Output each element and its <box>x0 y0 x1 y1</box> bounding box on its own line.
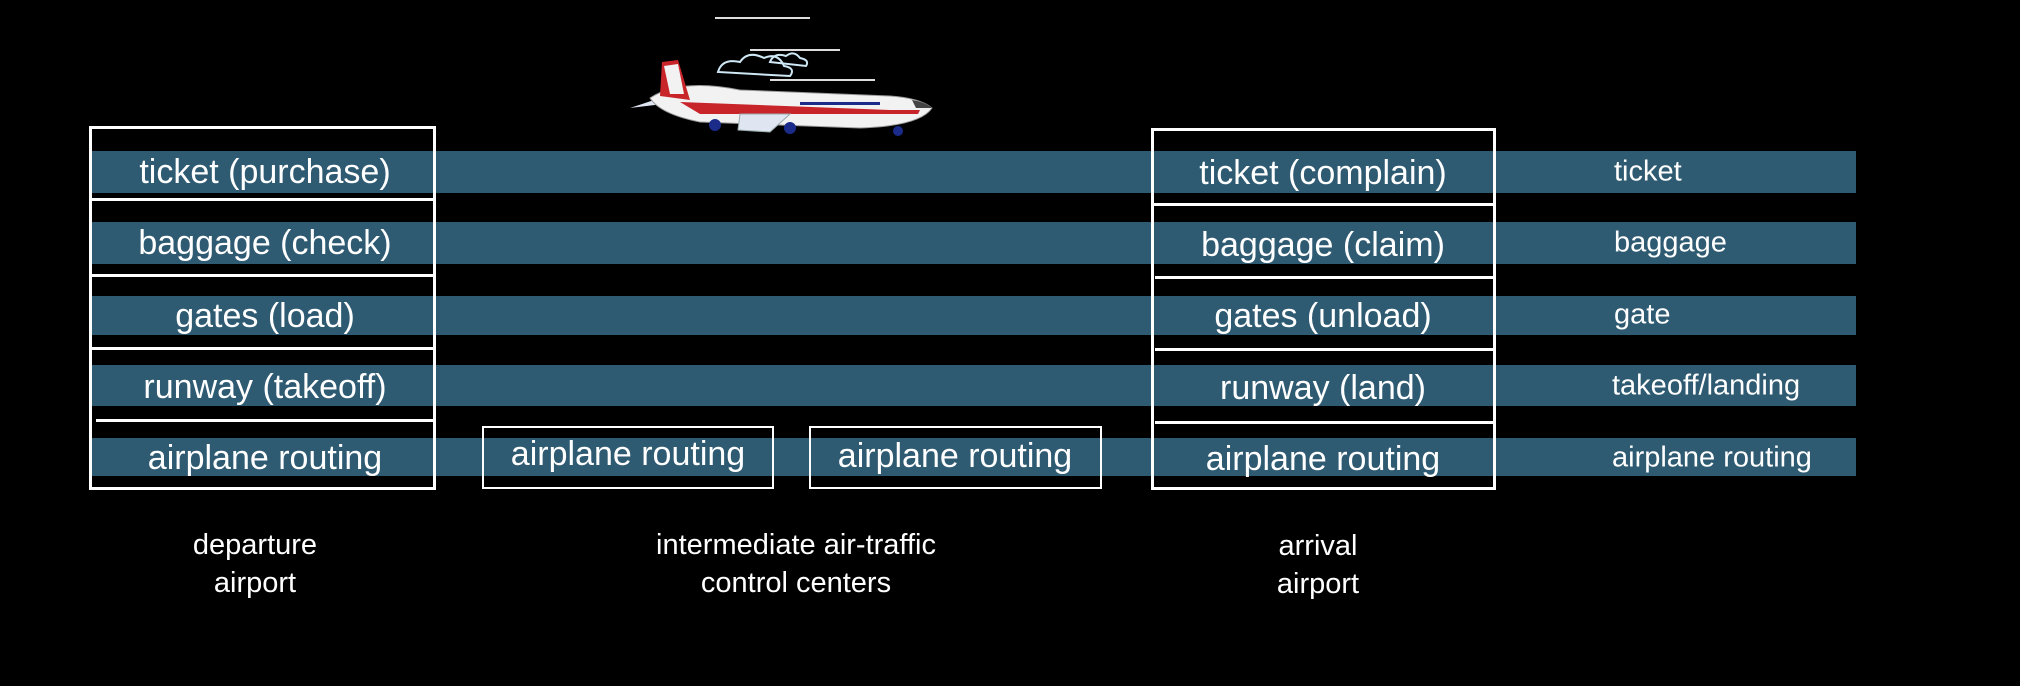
layer-name-takeoff-landing: takeoff/landing <box>1612 369 1801 402</box>
arrival-layer-ticket: ticket (complain) <box>1199 154 1447 192</box>
caption-line: airport <box>213 567 297 599</box>
intermediate-routing-box-1 <box>482 426 774 489</box>
layer-name-baggage: baggage <box>1614 226 1727 259</box>
arrival-layer-gates: gates (unload) <box>1214 297 1432 335</box>
intermediate-routing-label-1: airplane routing <box>510 435 746 473</box>
arrival-airport-caption: arrival airport <box>1277 527 1359 603</box>
intermediate-routing-box-2 <box>809 426 1102 489</box>
layer-divider <box>1155 276 1496 279</box>
departure-layer-ticket: ticket (purchase) <box>139 153 391 191</box>
layer-divider <box>1151 203 1496 206</box>
layer-divider <box>92 347 436 350</box>
layer-band-airplane-routing <box>92 438 1856 476</box>
layer-divider <box>89 198 436 201</box>
caption-line: control centers <box>700 567 892 599</box>
caption-line: intermediate air-traffic <box>656 529 936 561</box>
departure-airport-stack <box>89 126 436 490</box>
layer-name-gate: gate <box>1614 298 1671 331</box>
layer-divider <box>1155 421 1496 424</box>
arrival-layer-runway: runway (land) <box>1220 369 1426 407</box>
departure-layer-runway: runway (takeoff) <box>143 368 387 406</box>
layer-divider <box>92 274 436 277</box>
intermediate-routing-label-2: airplane routing <box>837 437 1073 475</box>
layer-band-gate <box>92 296 1856 335</box>
intermediate-centers-caption: intermediate air-traffic control centers <box>656 526 936 602</box>
caption-line: departure <box>192 529 318 561</box>
layer-name-ticket: ticket <box>1614 155 1682 188</box>
departure-airport-caption: departure airport <box>193 526 317 602</box>
layer-band-ticket <box>92 151 1856 193</box>
layer-band-baggage <box>92 222 1856 264</box>
arrival-layer-baggage: baggage (claim) <box>1201 226 1445 264</box>
layer-divider <box>1155 348 1496 351</box>
departure-layer-gates: gates (load) <box>175 297 355 335</box>
layer-divider <box>96 419 436 422</box>
arrival-airport-stack <box>1151 128 1496 490</box>
layer-name-airplane-routing: airplane routing <box>1612 441 1812 474</box>
caption-line: arrival <box>1278 530 1358 562</box>
departure-layer-routing: airplane routing <box>147 439 383 477</box>
layer-band-takeoff-landing <box>92 365 1856 406</box>
caption-line: airport <box>1276 568 1360 600</box>
arrival-layer-routing: airplane routing <box>1205 440 1441 478</box>
airplane-icon <box>630 17 933 136</box>
departure-layer-baggage: baggage (check) <box>138 224 392 262</box>
